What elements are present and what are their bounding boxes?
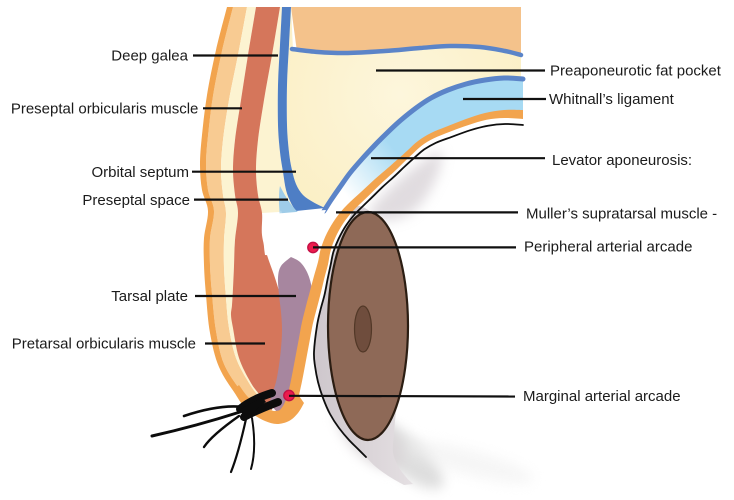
svg-text:Levator aponeurosis:: Levator aponeurosis: bbox=[552, 152, 692, 169]
svg-text:Preseptal orbicularis muscle: Preseptal orbicularis muscle bbox=[11, 101, 199, 118]
svg-text:Pretarsal orbicularis muscle: Pretarsal orbicularis muscle bbox=[12, 336, 196, 353]
svg-text:Preaponeurotic fat pocket: Preaponeurotic fat pocket bbox=[550, 63, 722, 80]
svg-text:Deep galea: Deep galea bbox=[111, 48, 188, 65]
svg-text:Marginal arterial arcade: Marginal arterial arcade bbox=[523, 388, 681, 405]
svg-text:Tarsal plate: Tarsal plate bbox=[111, 288, 188, 305]
svg-text:Preseptal space: Preseptal space bbox=[82, 192, 190, 209]
svg-text:Whitnall’s ligament: Whitnall’s ligament bbox=[549, 91, 675, 108]
svg-text:Orbital septum: Orbital septum bbox=[91, 164, 189, 181]
svg-text:Peripheral arterial arcade: Peripheral arterial arcade bbox=[524, 239, 692, 256]
svg-text:Muller’s supratarsal muscle -: Muller’s supratarsal muscle - bbox=[526, 206, 717, 223]
